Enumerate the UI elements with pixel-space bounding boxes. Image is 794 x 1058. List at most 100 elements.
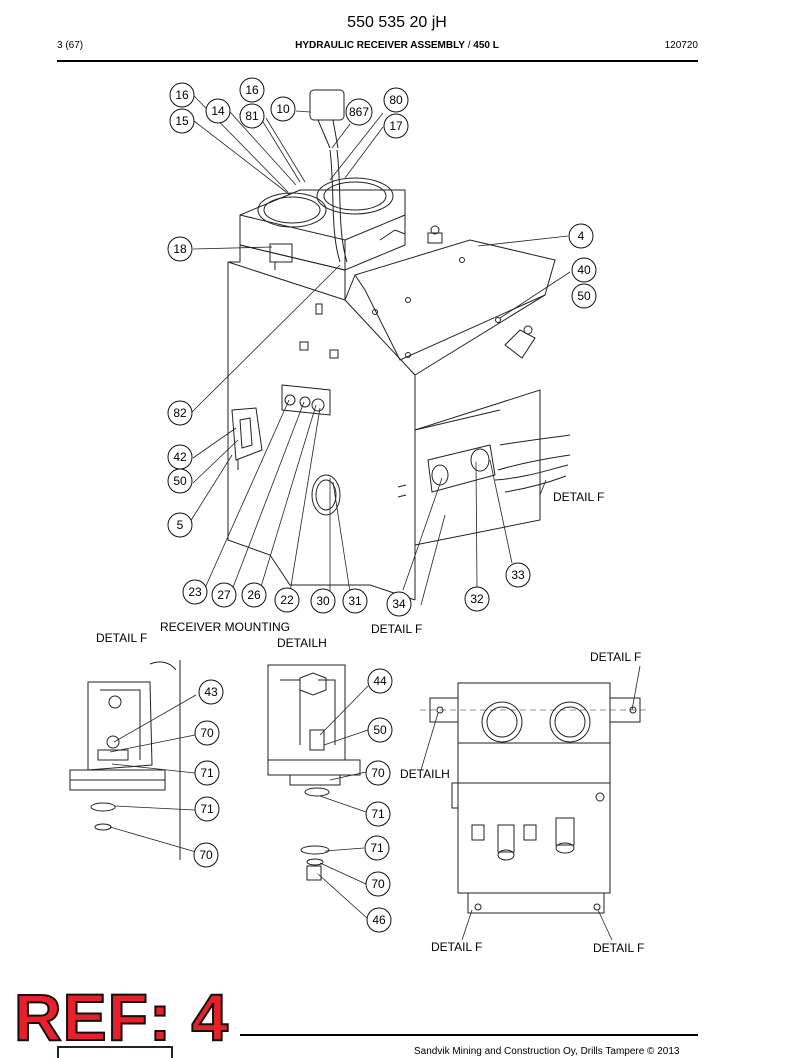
- callout-h71b: 71: [364, 835, 390, 861]
- callout-30: 30: [310, 588, 336, 614]
- footer-rule: [240, 1034, 698, 1036]
- svg-text:27: 27: [217, 588, 231, 602]
- document-title: 550 535 20 jH: [347, 14, 447, 31]
- header-rule: [57, 60, 698, 62]
- callout-23: 23: [182, 579, 208, 605]
- svg-text:40: 40: [577, 263, 591, 277]
- detail-f-leaders: [109, 694, 197, 853]
- callout-d71b: 71: [194, 796, 220, 822]
- svg-text:32: 32: [470, 592, 484, 606]
- callout-31: 31: [342, 588, 368, 614]
- label-detail-f-6: DETAIL F: [593, 941, 644, 955]
- callout-d71a: 71: [194, 760, 220, 786]
- callout-50b: 50: [167, 468, 193, 494]
- callout-h44: 44: [367, 668, 393, 694]
- document-code: 120720: [664, 40, 698, 51]
- callout-81: 81: [239, 103, 265, 129]
- svg-text:867: 867: [349, 105, 369, 119]
- footer-copyright: Sandvik Mining and Construction Oy, Dril…: [414, 1046, 680, 1057]
- callout-d43: 43: [198, 679, 224, 705]
- svg-text:71: 71: [200, 802, 214, 816]
- svg-text:16: 16: [245, 83, 259, 97]
- label-receiver-mounting: RECEIVER MOUNTING: [160, 620, 290, 634]
- svg-text:5: 5: [177, 518, 184, 532]
- callout-27: 27: [211, 582, 237, 608]
- callout-h70b: 70: [365, 871, 391, 897]
- svg-text:50: 50: [577, 289, 591, 303]
- subtitle-separator: /: [464, 40, 474, 51]
- svg-text:70: 70: [199, 848, 213, 862]
- ref-stamp: REF: 4: [13, 980, 230, 1054]
- svg-text:10: 10: [276, 102, 290, 116]
- callout-26: 26: [241, 582, 267, 608]
- top-view-leaders: [420, 665, 641, 941]
- callout-40: 40: [571, 257, 597, 283]
- svg-text:44: 44: [373, 674, 387, 688]
- callout-4: 4: [568, 223, 594, 249]
- callout-50a: 50: [571, 283, 597, 309]
- svg-text:4: 4: [578, 229, 585, 243]
- callout-42: 42: [167, 444, 193, 470]
- callout-10: 10: [270, 96, 296, 122]
- svg-text:15: 15: [175, 114, 189, 128]
- callout-d70b: 70: [193, 842, 219, 868]
- svg-text:16: 16: [175, 88, 189, 102]
- callout-d70a: 70: [194, 720, 220, 746]
- label-detail-f-2: DETAIL F: [96, 631, 147, 645]
- callout-5: 5: [167, 512, 193, 538]
- svg-text:34: 34: [392, 597, 406, 611]
- svg-text:42: 42: [173, 450, 187, 464]
- svg-text:71: 71: [200, 766, 214, 780]
- callout-17: 17: [383, 113, 409, 139]
- svg-text:82: 82: [173, 406, 187, 420]
- svg-text:31: 31: [348, 594, 362, 608]
- svg-text:70: 70: [371, 766, 385, 780]
- svg-text:17: 17: [389, 119, 403, 133]
- page-number: 3 (67): [57, 40, 84, 51]
- callout-h71a: 71: [365, 801, 391, 827]
- callout-bubbles: 16 15 14 16 81 10 867 80 17 18 4 40 50 8…: [167, 77, 597, 933]
- label-detail-h-2: DETAILH: [400, 767, 450, 781]
- svg-text:50: 50: [373, 723, 387, 737]
- svg-text:26: 26: [247, 588, 261, 602]
- svg-text:22: 22: [280, 593, 294, 607]
- callout-867: 867: [345, 98, 373, 126]
- svg-text:50: 50: [173, 474, 187, 488]
- detail-h-bracket: [267, 664, 361, 881]
- label-detail-f-1: DETAIL F: [553, 490, 604, 504]
- callout-33: 33: [505, 562, 531, 588]
- svg-text:18: 18: [173, 242, 187, 256]
- callout-22: 22: [274, 587, 300, 613]
- svg-text:81: 81: [245, 109, 259, 123]
- callout-32: 32: [464, 586, 490, 612]
- svg-text:70: 70: [371, 877, 385, 891]
- label-detail-f-4: DETAIL F: [590, 650, 641, 664]
- callout-h46: 46: [366, 907, 392, 933]
- svg-text:14: 14: [211, 104, 225, 118]
- callout-14: 14: [205, 98, 231, 124]
- svg-text:71: 71: [370, 841, 384, 855]
- svg-text:30: 30: [316, 594, 330, 608]
- label-detail-f-5: DETAIL F: [431, 940, 482, 954]
- document-subtitle: HYDRAULIC RECEIVER ASSEMBLY / 450 L: [0, 40, 794, 51]
- detail-h-leaders: [317, 685, 369, 919]
- callout-80: 80: [383, 87, 409, 113]
- detail-f-bracket: [69, 660, 181, 860]
- detail-labels: DETAIL F RECEIVER MOUNTING DETAIL F DETA…: [96, 490, 644, 955]
- subtitle-capacity: 450 L: [473, 40, 499, 51]
- svg-text:33: 33: [511, 568, 525, 582]
- tank-top-view: [420, 682, 650, 914]
- callout-16a: 16: [169, 82, 195, 108]
- svg-text:46: 46: [372, 913, 386, 927]
- callout-h70a: 70: [365, 760, 391, 786]
- callout-82: 82: [167, 400, 193, 426]
- svg-text:70: 70: [200, 726, 214, 740]
- sandvik-logo: [57, 1046, 173, 1058]
- label-detail-h-1: DETAILH: [277, 636, 327, 650]
- tank-assembly-view: [227, 89, 571, 601]
- svg-text:71: 71: [371, 807, 385, 821]
- callout-h50: 50: [367, 717, 393, 743]
- svg-text:80: 80: [389, 93, 403, 107]
- callout-34: 34: [386, 591, 412, 617]
